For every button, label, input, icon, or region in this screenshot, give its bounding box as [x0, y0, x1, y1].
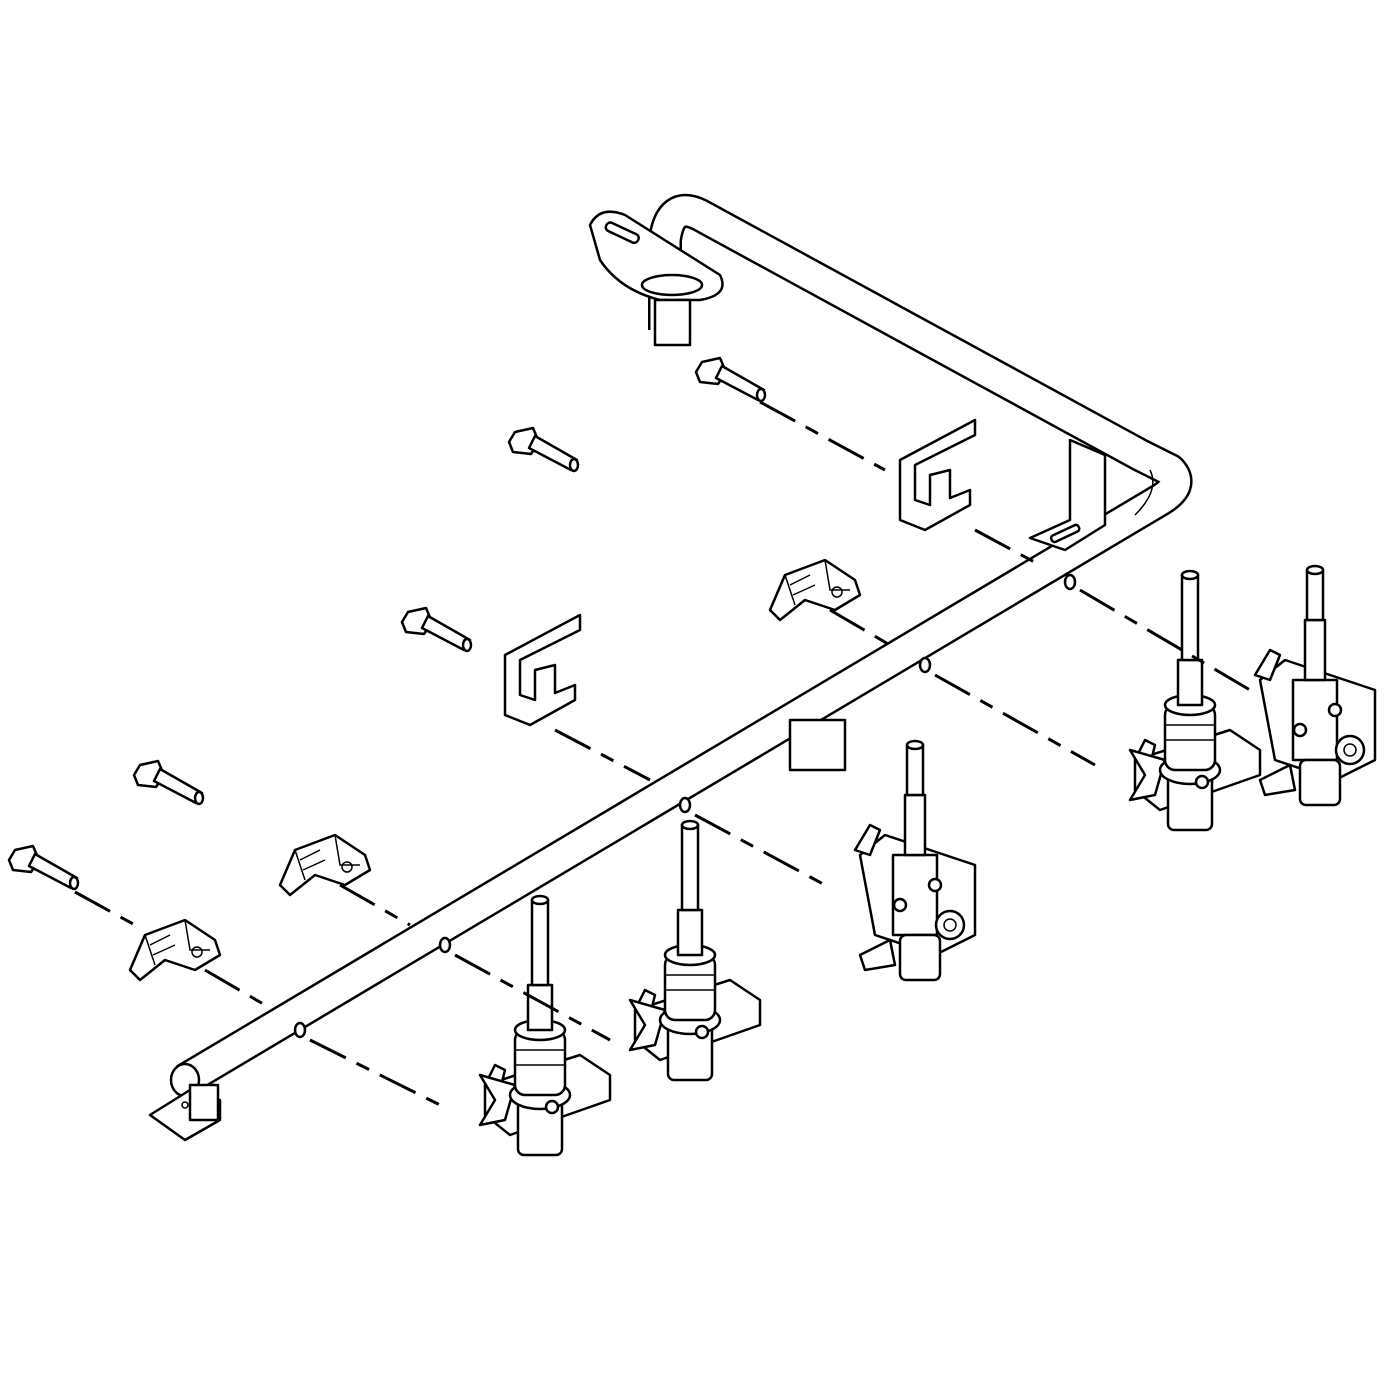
bolt: [400, 606, 473, 653]
mounting-bracket-left: [148, 1083, 222, 1142]
bolt: [694, 356, 767, 403]
support-bracket-middle: [788, 718, 847, 772]
pipe-outlet-hole: [293, 1021, 307, 1039]
dashed-guide-line: [759, 400, 886, 472]
dashed-guide-line: [339, 883, 411, 927]
valve-clip: [898, 418, 977, 532]
valve-clip: [768, 558, 862, 622]
dashed-guide-line: [554, 728, 651, 782]
dashed-guide-line: [74, 890, 136, 927]
pipe-outlet-hole: [1063, 573, 1077, 591]
bolt: [7, 844, 80, 891]
gas-valve: [853, 739, 977, 982]
valve-clip: [278, 833, 372, 897]
pipe-outlet-hole: [438, 936, 452, 954]
pipe-outlet-hole: [918, 656, 932, 674]
mounting-bracket-right: [1028, 438, 1107, 552]
dashed-guide-line: [694, 813, 826, 887]
gas-valve: [628, 819, 762, 1082]
inlet-flange: [588, 210, 724, 347]
dashed-guide-line: [934, 673, 1096, 767]
bolt: [507, 426, 580, 473]
dashed-guide-line: [829, 608, 896, 650]
gas-valve: [1253, 564, 1377, 807]
gas-valve: [1128, 569, 1262, 832]
dashed-guide-line: [454, 953, 611, 1042]
valve-clip: [503, 613, 582, 727]
dashed-guide-line: [974, 528, 1041, 567]
dashed-guide-line: [204, 968, 266, 1007]
dashed-guide-line: [1079, 588, 1251, 692]
bolt: [132, 759, 205, 806]
dashed-guide-line: [309, 1038, 441, 1107]
pipe-outlet-hole: [678, 796, 692, 814]
assembly-guide-lines: [74, 400, 1251, 1107]
gas-valve: [478, 894, 612, 1157]
gas-manifold-pipe: [169, 194, 1193, 1098]
